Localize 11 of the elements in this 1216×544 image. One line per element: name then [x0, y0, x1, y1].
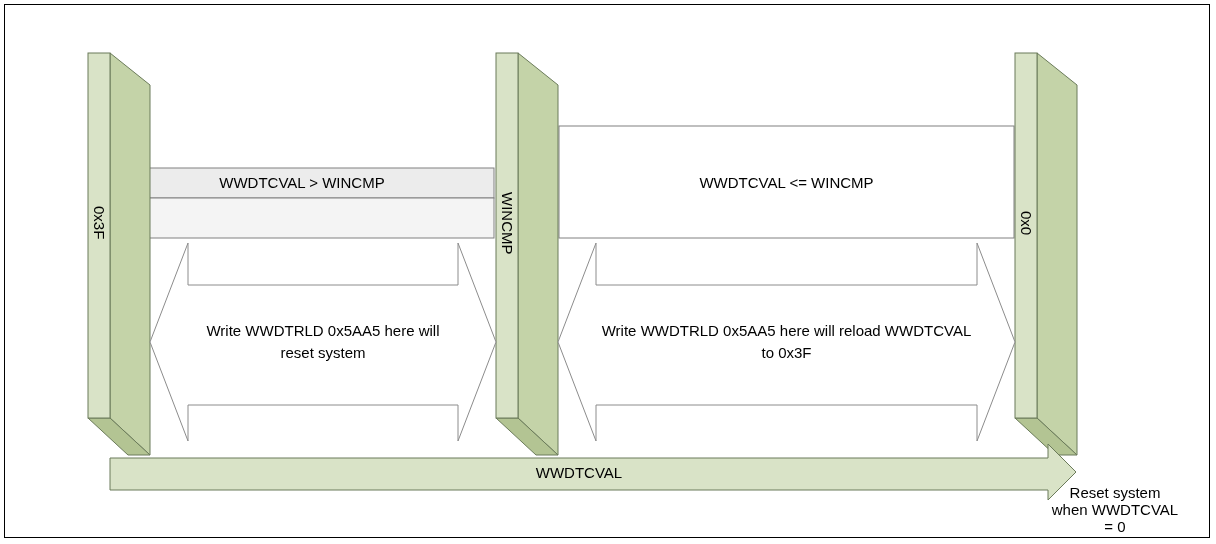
- edge-label: Write WWDTRLD 0x5AA5 here will reload WWDTCVAL to 0x3F: [600, 321, 973, 363]
- bar-label: 0x3F: [90, 205, 108, 242]
- double-arrow: [149, 242, 497, 442]
- note-text: Reset system when WWDTCVAL = 0: [1050, 484, 1180, 535]
- band-label: WWDTCVAL <= WINCMP: [698, 174, 875, 191]
- bar-label: WINCMP: [498, 190, 516, 257]
- band-label: WWDTCVAL > WINCMP: [218, 174, 386, 191]
- arrow-label: WWDTCVAL: [534, 464, 624, 481]
- bar-label: 0x0: [1017, 209, 1035, 238]
- double-arrow: [557, 242, 1016, 442]
- edge-label: Write WWDTRLD 0x5AA5 here will reset system: [205, 321, 441, 363]
